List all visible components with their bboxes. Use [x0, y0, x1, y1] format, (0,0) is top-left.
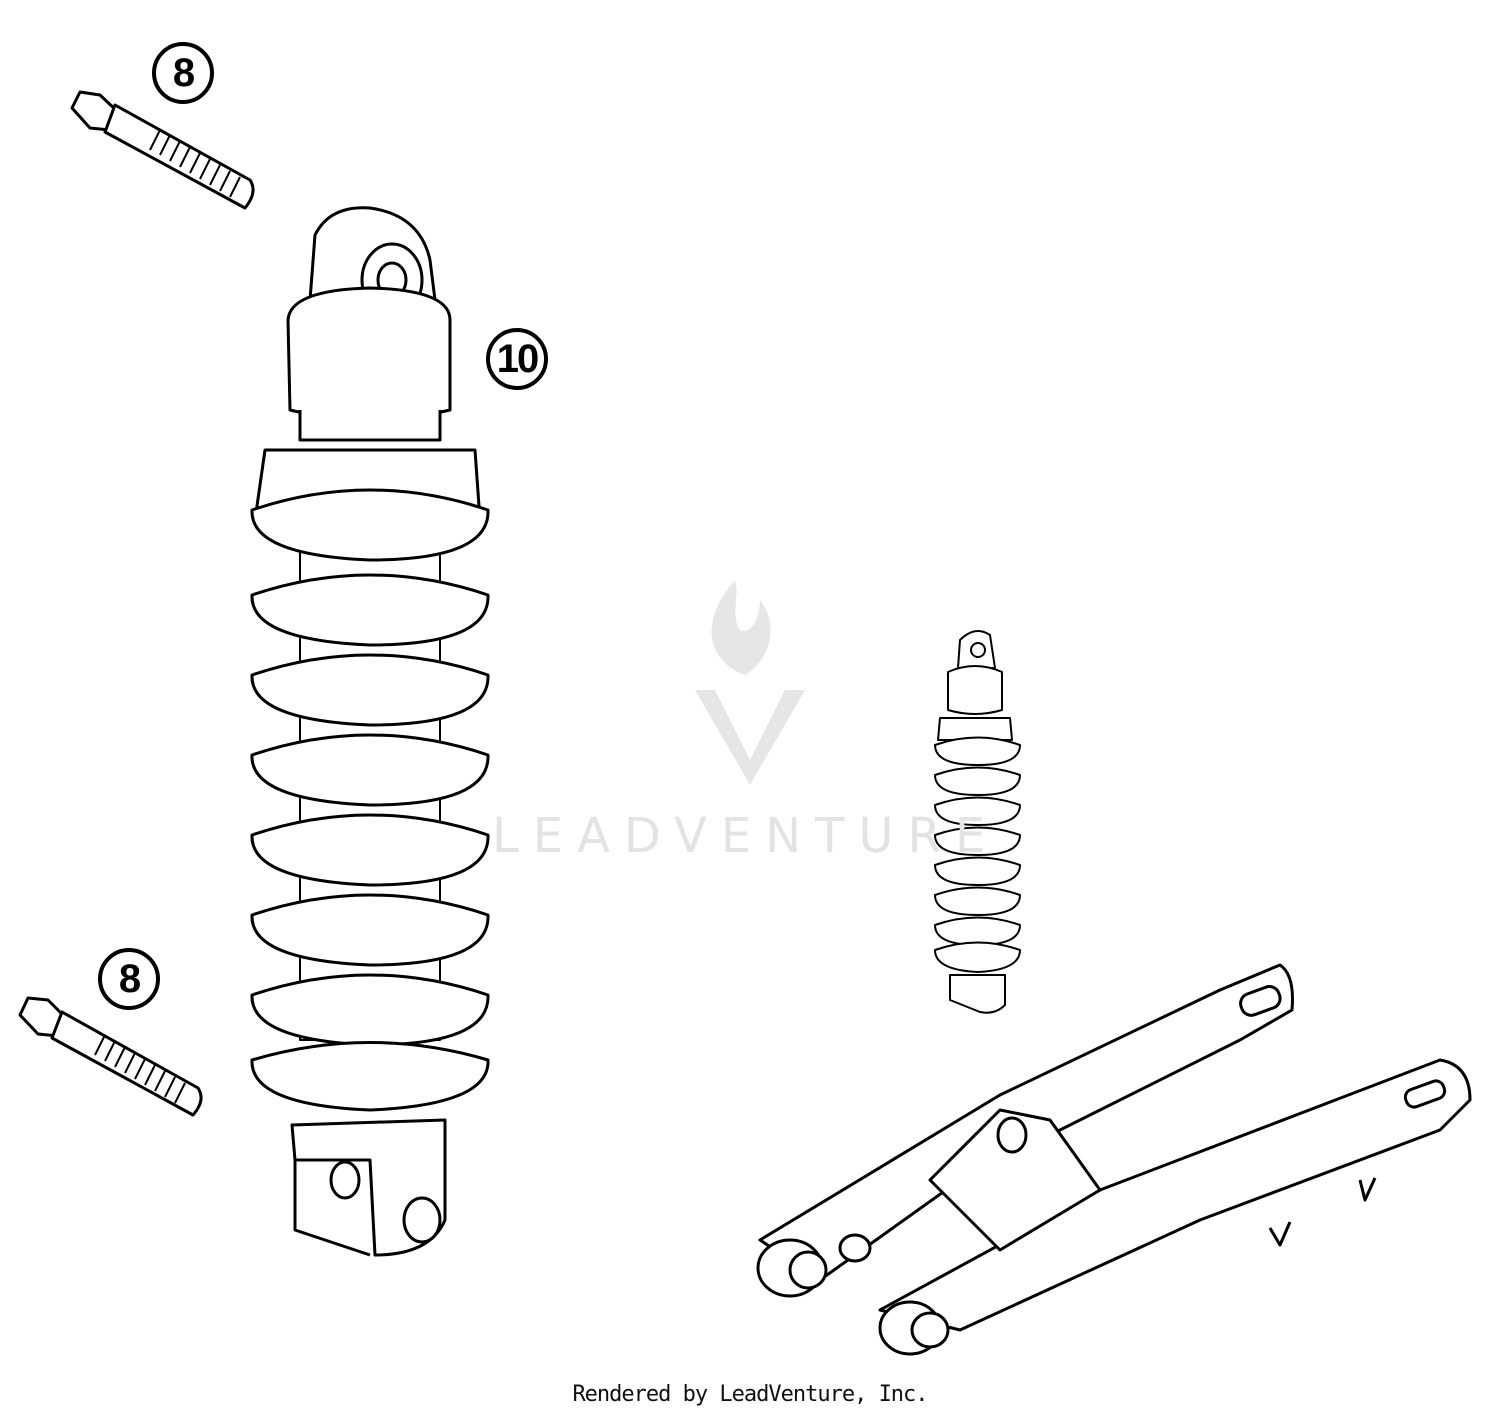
- callout-8-lower-bolt[interactable]: 8: [98, 948, 160, 1010]
- watermark-logo-icon: [695, 580, 805, 785]
- shock-spring: [250, 488, 490, 1112]
- small-shock-absorber[interactable]: [934, 630, 1021, 1014]
- callout-10-shock[interactable]: 10: [486, 328, 548, 390]
- callout-8-upper-bolt[interactable]: 8: [152, 42, 214, 104]
- upper-bolt[interactable]: [70, 90, 255, 210]
- watermark-text: LEADVENTURE: [492, 808, 1000, 864]
- shock-absorber[interactable]: [250, 206, 490, 1257]
- footer-credit: Rendered by LeadVenture, Inc.: [572, 1382, 928, 1407]
- swingarm[interactable]: [756, 963, 1472, 1356]
- lower-bolt[interactable]: [18, 996, 203, 1117]
